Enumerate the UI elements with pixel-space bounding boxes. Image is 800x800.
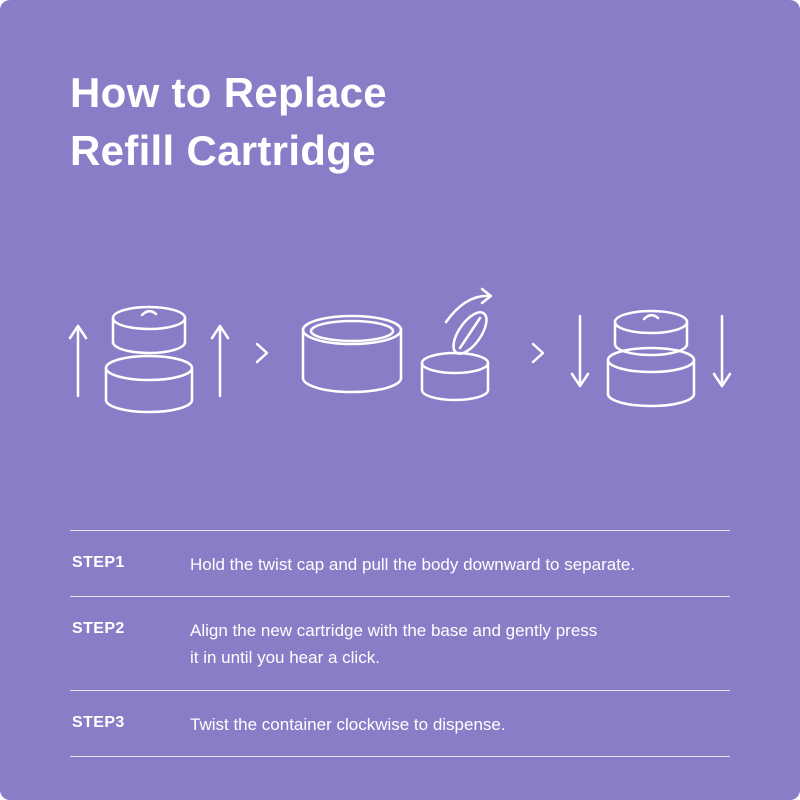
step-row-1: STEP1 Hold the twist cap and pull the bo… [70,530,730,596]
step-row-3: STEP3 Twist the container clockwise to d… [70,689,730,757]
up-arrow-left-icon [68,324,88,398]
down-arrow-right-icon [712,314,732,388]
press-down-illustration [566,278,736,428]
steps-table: STEP1 Hold the twist cap and pull the bo… [70,530,730,757]
curved-arrow-icon [444,287,493,324]
up-arrow-right-icon [210,324,230,398]
insert-cartridge-illustration [290,278,510,428]
page-title: How to Replace Refill Cartridge [70,64,387,180]
body-drawing [606,346,696,408]
twist-cap-drawing [613,309,689,357]
down-arrow-left-icon [570,314,590,388]
title-line-1: How to Replace [70,69,387,116]
twist-cap-drawing [111,305,187,355]
chevron-right-icon [254,340,270,366]
step-row-2: STEP2 Align the new cartridge with the b… [70,596,730,689]
step-description: Hold the twist cap and pull the body dow… [190,555,636,574]
chevron-right-icon [530,340,546,366]
step-description: Twist the container clockwise to dispens… [190,714,506,734]
step-label: STEP1 [72,554,125,571]
step-description: Align the new cartridge with the base an… [190,621,598,668]
step-label: STEP2 [72,620,125,638]
step-label: STEP3 [72,713,125,731]
pull-apart-illustration [64,278,234,428]
body-drawing [104,354,194,414]
open-cartridge-drawing [420,311,490,402]
illustration-row [0,278,800,428]
base-ring-drawing [301,314,403,394]
title-line-2: Refill Cartridge [70,126,376,174]
